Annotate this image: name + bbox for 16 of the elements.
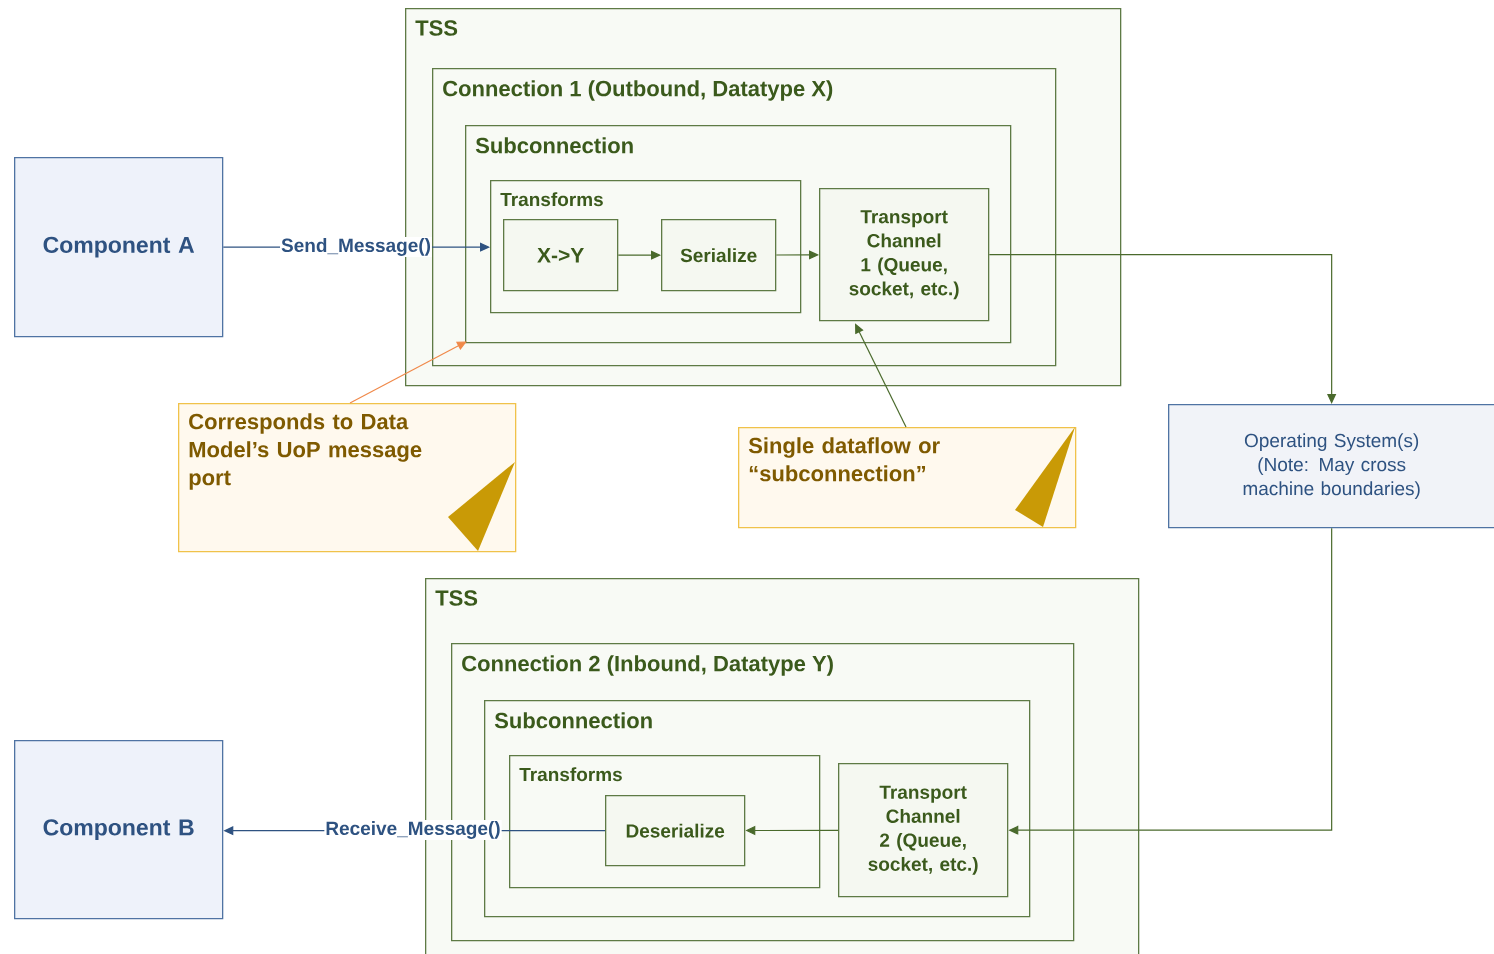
serialize-box: Serialize bbox=[661, 219, 777, 292]
transport-channel-box: Transport Channel 1 (Queue, socket, etc.) bbox=[819, 188, 990, 322]
deserialize-box: Deserialize bbox=[605, 795, 746, 867]
transform-box: X->Y bbox=[503, 219, 619, 292]
component-box: Component A bbox=[14, 157, 224, 338]
transport-channel-box: Transport Channel 2 (Queue, socket, etc.) bbox=[838, 763, 1009, 898]
callout-note: Single dataflow or “subconnection” bbox=[738, 427, 1077, 529]
arrow bbox=[349, 341, 467, 404]
arrow bbox=[617, 250, 661, 260]
component-box: Component B bbox=[14, 740, 224, 920]
operating-system-box: Operating System(s) (Note: May cross machine boundaries) bbox=[1168, 404, 1494, 529]
callout-note: Corresponds to Data Model’s UoP message port bbox=[178, 403, 517, 553]
edge-label: Send_Message() bbox=[280, 237, 432, 257]
arrow bbox=[775, 250, 819, 260]
arrow bbox=[988, 254, 1337, 404]
edge-label: Receive_Message() bbox=[324, 820, 502, 840]
